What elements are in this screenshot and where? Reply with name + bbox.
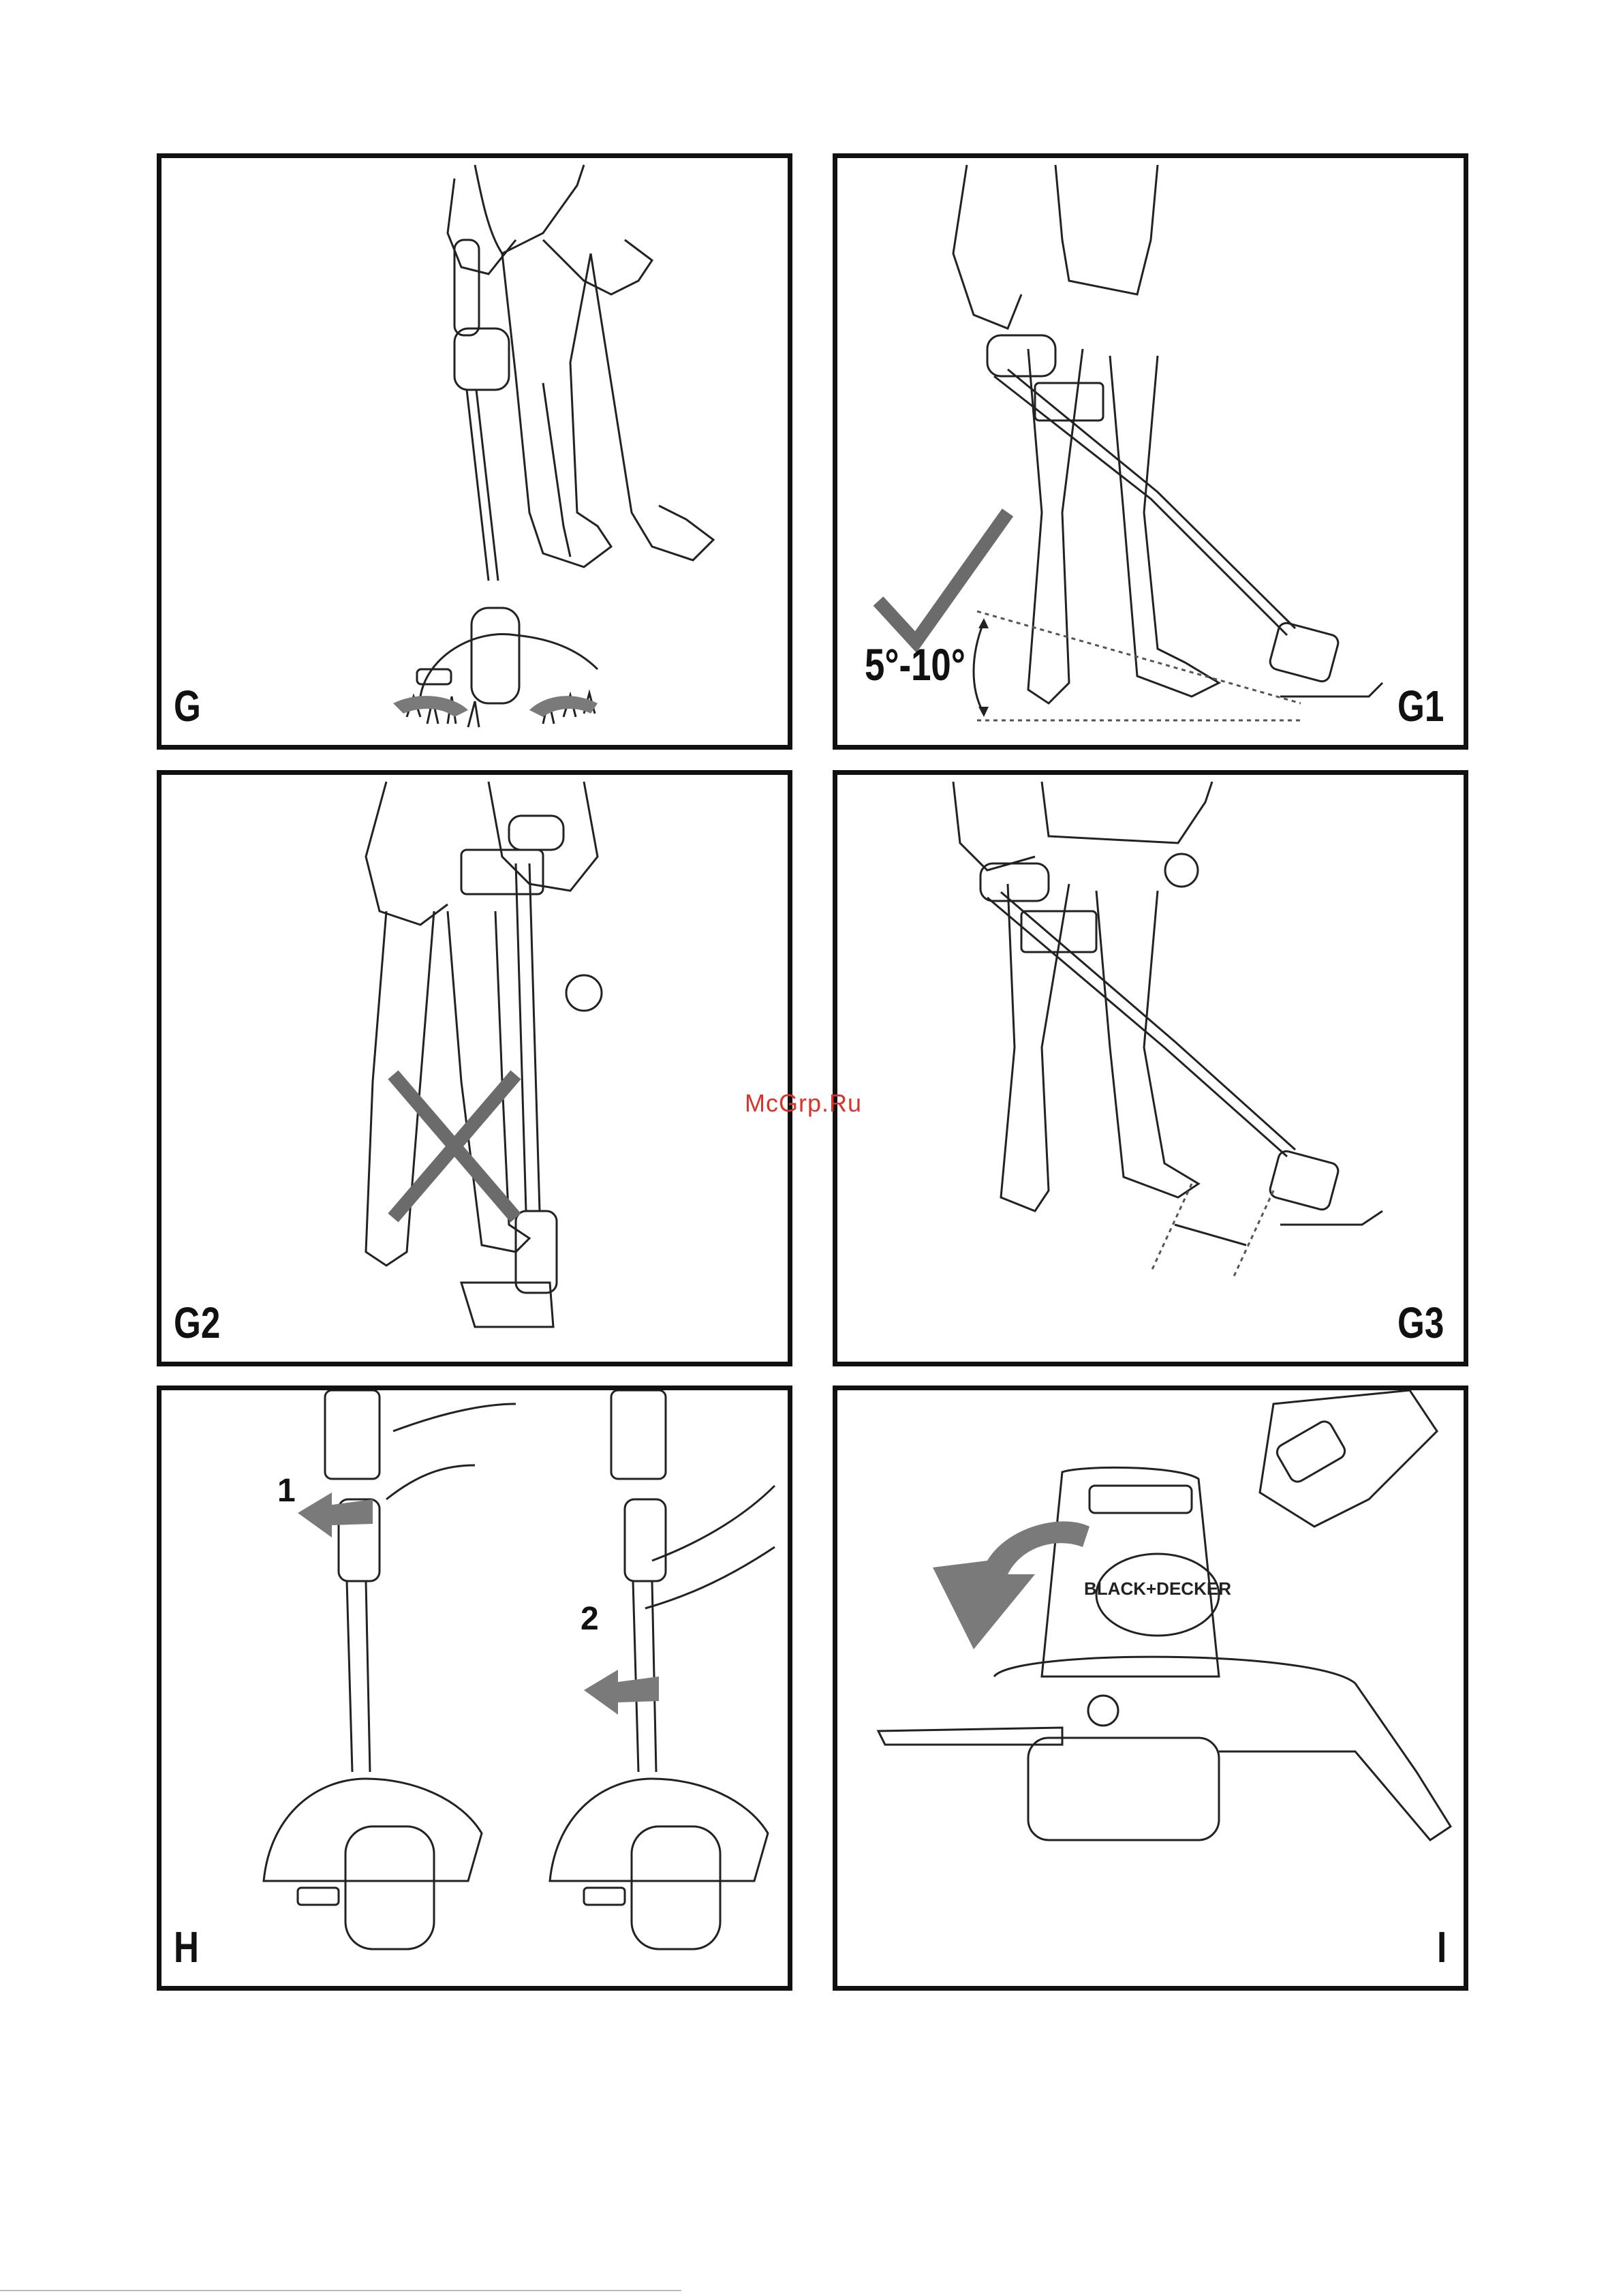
illustration-g3 [837, 775, 1464, 1362]
watermark: McGrp.Ru [745, 1089, 862, 1118]
panel-label: G1 [1397, 684, 1444, 728]
panel-label: G3 [1397, 1301, 1444, 1345]
step-2-label: 2 [581, 1600, 599, 1638]
panel-i: BLACK+DECKER I [833, 1386, 1468, 1991]
page-footer-rule [0, 2290, 681, 2291]
illustration-h [161, 1390, 788, 1986]
panel-g2: G2 [157, 770, 792, 1366]
panel-label: G2 [174, 1301, 220, 1345]
angle-label: 5°-10° [865, 639, 965, 690]
rotate-arrow-icon [933, 1521, 1089, 1649]
illustration-i: BLACK+DECKER [837, 1390, 1464, 1986]
panel-g3: G3 [833, 770, 1468, 1366]
panel-label: G [174, 684, 201, 728]
panel-label: H [174, 1925, 199, 1969]
brand-logo: BLACK+DECKER [1084, 1578, 1231, 1599]
panel-g1: 5°-10° G1 [833, 153, 1468, 750]
check-mark-icon [878, 512, 1008, 642]
step-1-label: 1 [277, 1472, 296, 1510]
rotate-arrow-icon [393, 696, 468, 717]
panel-label: I [1437, 1925, 1447, 1969]
cross-mark-icon [393, 1075, 516, 1218]
panel-g: G [157, 153, 792, 750]
illustration-g [161, 158, 788, 745]
illustration-g2 [161, 775, 788, 1362]
panel-h: 1 2 H [157, 1386, 792, 1991]
